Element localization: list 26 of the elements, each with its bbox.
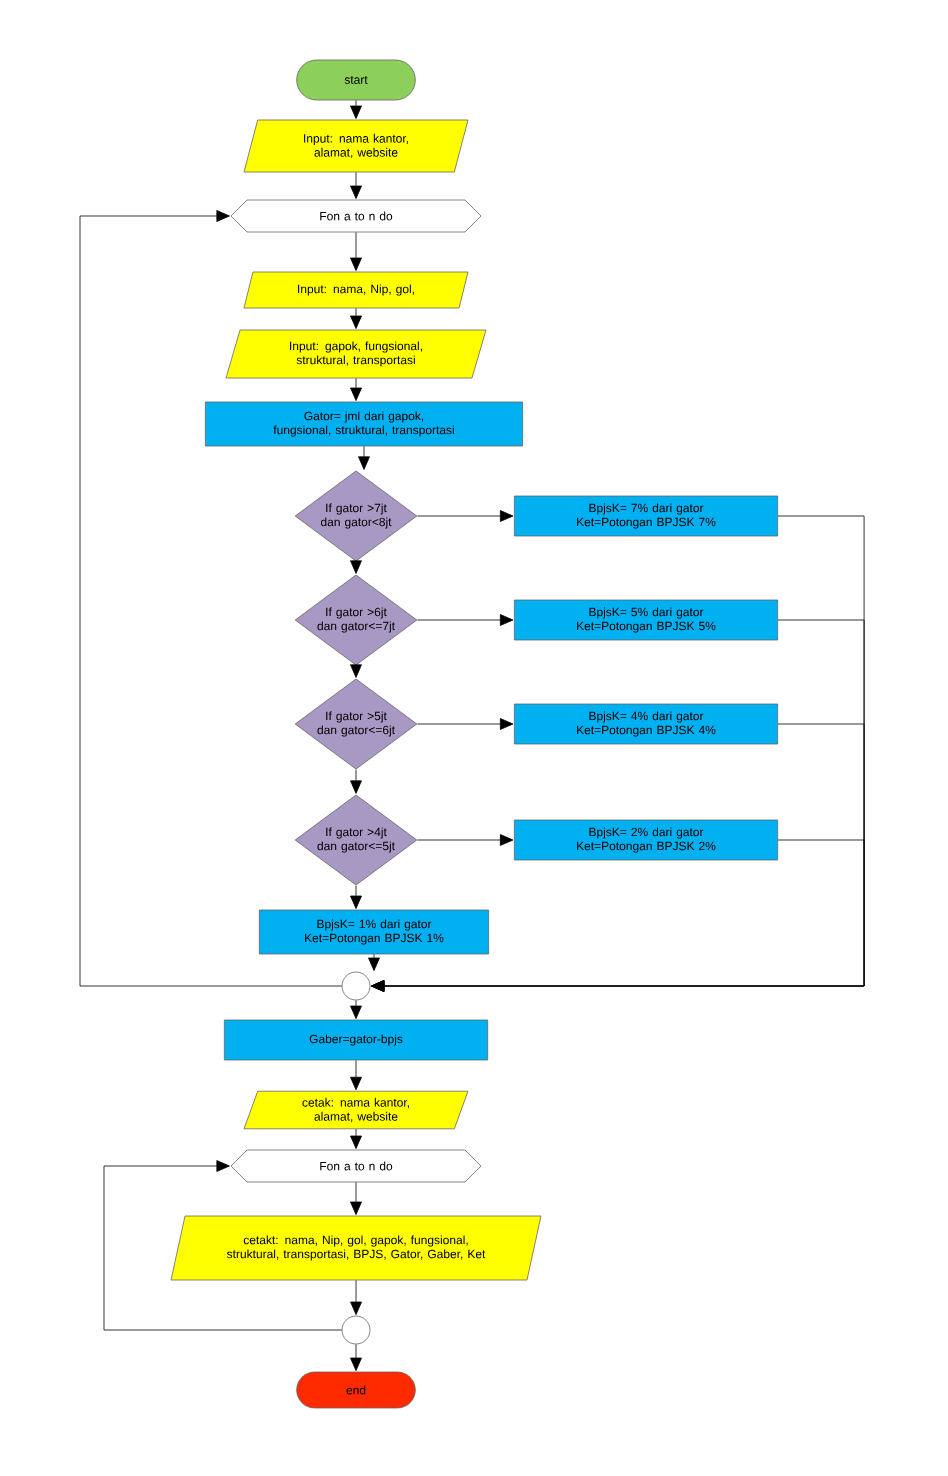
arrow bbox=[350, 1060, 362, 1091]
arrow bbox=[350, 885, 362, 909]
connector-circle bbox=[341, 1315, 371, 1345]
arrow bbox=[417, 510, 514, 522]
connector-circle bbox=[341, 971, 371, 1001]
arrow bbox=[350, 1344, 362, 1371]
arrow bbox=[417, 834, 514, 846]
arrow bbox=[350, 1128, 362, 1149]
arrow bbox=[358, 446, 370, 470]
arrow bbox=[350, 232, 362, 271]
arrow bbox=[350, 1000, 362, 1019]
arrow bbox=[350, 378, 362, 401]
arrow bbox=[350, 172, 362, 199]
arrow bbox=[368, 954, 380, 971]
arrow bbox=[350, 769, 362, 794]
arrow bbox=[417, 614, 514, 626]
arrow bbox=[371, 839, 865, 992]
arrow bbox=[350, 560, 362, 574]
arrow bbox=[417, 718, 514, 730]
arrow bbox=[350, 100, 362, 119]
arrow bbox=[350, 664, 362, 678]
arrow bbox=[350, 308, 362, 329]
arrow bbox=[350, 1280, 362, 1315]
arrow bbox=[350, 1182, 362, 1215]
arrow bbox=[103, 1160, 342, 1331]
arrow bbox=[79, 210, 342, 987]
